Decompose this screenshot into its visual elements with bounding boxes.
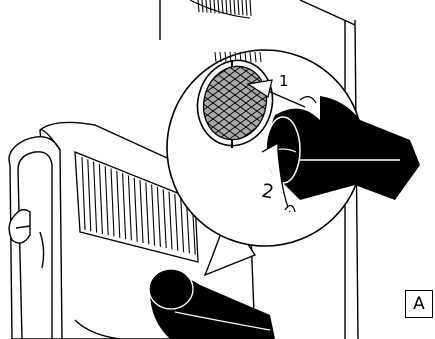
top-grille: [190, 0, 251, 18]
grille-louvre: [246, 0, 247, 16]
grille-louvre: [250, 0, 251, 16]
grille-louvre: [230, 0, 231, 14]
grille-louvre: [238, 0, 239, 15]
grille-louvre: [222, 0, 223, 14]
grille-louvre: [214, 0, 215, 13]
callout-1: 1: [279, 72, 289, 90]
grille-louvre: [234, 0, 235, 15]
grille-louvre: [226, 0, 227, 14]
figure-label: A: [405, 290, 433, 318]
grille-louvre: [215, 52, 216, 62]
grille-louvre: [242, 0, 243, 15]
removal-tool: [266, 96, 420, 200]
grille-louvre: [210, 0, 211, 13]
grille-louvre: [206, 0, 207, 13]
grille-louvre: [198, 0, 199, 12]
